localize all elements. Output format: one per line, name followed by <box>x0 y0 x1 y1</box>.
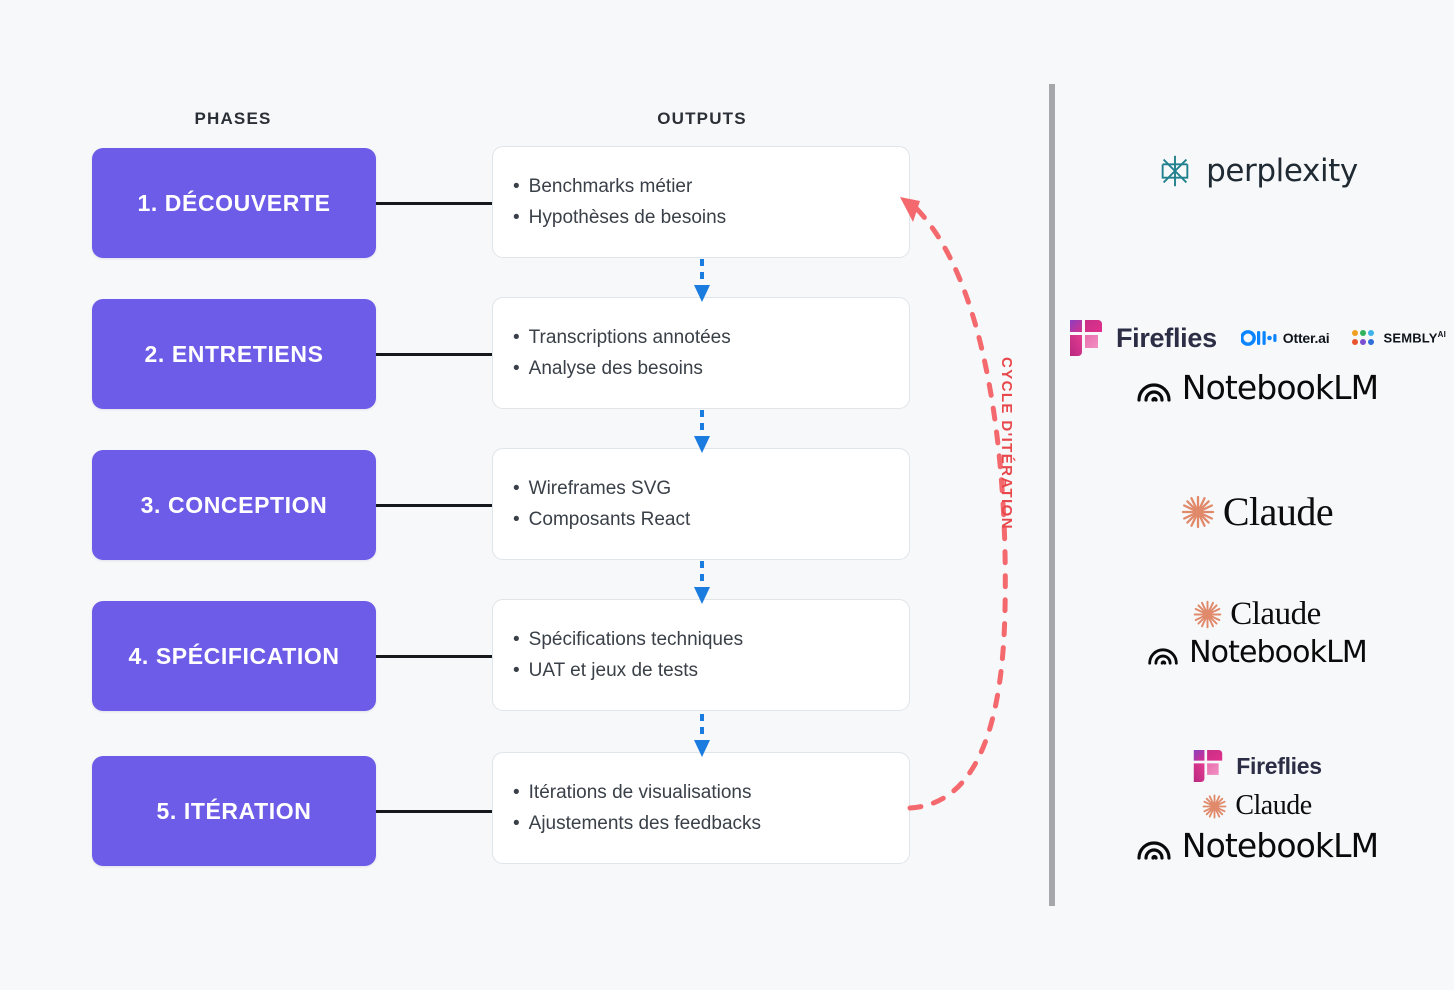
cycle-label: CYCLE D'ITÉRATION <box>998 357 1015 530</box>
logo-label: Claude <box>1235 790 1312 821</box>
logo-label: Fireflies <box>1115 322 1217 353</box>
logo-claude[interactable]: Claude <box>1181 488 1334 535</box>
flow-arrow-down-icon <box>694 410 710 456</box>
logo-label: Claude <box>1230 596 1321 632</box>
fireflies-icon <box>1194 750 1223 782</box>
logo-label: Fireflies <box>1236 752 1322 779</box>
connector-line-4 <box>376 655 493 658</box>
column-header-phases: PHASES <box>194 109 272 128</box>
logo-label: NotebookLM <box>1189 635 1368 670</box>
connector-line-2 <box>376 353 493 356</box>
logo-notebooklm[interactable]: NotebookLM <box>1136 826 1379 865</box>
tool-row: Claude <box>1181 488 1334 535</box>
connector-line-3 <box>376 504 493 507</box>
output-box-2[interactable]: Transcriptions annotées Analyse des beso… <box>492 297 910 409</box>
phase-box-2[interactable]: 2. ENTRETIENS <box>92 299 376 409</box>
connector-line-1 <box>376 202 493 205</box>
phase-box-4[interactable]: 4. SPÉCIFICATION <box>92 601 376 711</box>
logo-label: SEMBLYAI <box>1383 330 1447 346</box>
tool-row: Claude <box>1193 596 1321 633</box>
tool-group-2: Fireflies Otter.ai <box>1060 318 1454 407</box>
logo-sembly[interactable]: SEMBLYAI <box>1351 329 1446 347</box>
logo-fireflies[interactable]: Fireflies <box>1068 318 1217 358</box>
flow-arrow-down-icon <box>694 259 710 305</box>
phase-box-5[interactable]: 5. ITÉRATION <box>92 756 376 866</box>
output-bullet: Composants React <box>513 504 909 535</box>
claude-starburst-icon <box>1193 600 1222 629</box>
output-bullet: Analyse des besoins <box>513 353 909 384</box>
tool-row: Claude <box>1202 790 1312 822</box>
output-box-1[interactable]: Benchmarks métier Hypothèses de besoins <box>492 146 910 258</box>
tool-row: NotebookLM <box>1136 368 1379 407</box>
output-box-5[interactable]: Itérations de visualisations Ajustements… <box>492 752 910 864</box>
perplexity-icon <box>1161 155 1189 187</box>
phase-box-3[interactable]: 3. CONCEPTION <box>92 450 376 560</box>
notebooklm-icon <box>1137 382 1171 402</box>
output-box-3[interactable]: Wireframes SVG Composants React <box>492 448 910 560</box>
logo-perplexity[interactable]: perplexity <box>1156 152 1358 190</box>
output-bullet: Wireframes SVG <box>513 473 909 504</box>
output-bullet: Benchmarks métier <box>513 171 909 202</box>
tool-row: Fireflies <box>1192 748 1322 784</box>
logo-claude[interactable]: Claude <box>1202 790 1312 822</box>
tool-group-1: perplexity <box>1060 152 1454 190</box>
sembly-icon <box>1352 330 1375 345</box>
phase-label: 4. SPÉCIFICATION <box>128 642 340 669</box>
notebooklm-icon <box>1137 840 1171 860</box>
logo-label: NotebookLM <box>1181 826 1379 865</box>
phase-label: 5. ITÉRATION <box>156 797 312 824</box>
phase-label: 2. ENTRETIENS <box>144 340 324 367</box>
claude-starburst-icon <box>1202 794 1227 818</box>
logo-otter[interactable]: Otter.ai <box>1240 330 1330 346</box>
logo-claude[interactable]: Claude <box>1193 596 1321 633</box>
tool-row: NotebookLM <box>1147 635 1368 670</box>
connector-line-5 <box>376 810 493 813</box>
tool-row: Fireflies Otter.ai <box>1068 318 1446 358</box>
output-bullet: Transcriptions annotées <box>513 322 909 353</box>
tool-group-3: Claude <box>1060 488 1454 535</box>
phase-box-1[interactable]: 1. DÉCOUVERTE <box>92 148 376 258</box>
otter-icon <box>1240 330 1277 346</box>
phase-label: 3. CONCEPTION <box>140 491 328 518</box>
output-box-4[interactable]: Spécifications techniques UAT et jeux de… <box>492 599 910 711</box>
notebooklm-icon <box>1148 648 1178 665</box>
flow-arrow-down-icon <box>694 714 710 760</box>
output-bullet: Itérations de visualisations <box>513 777 909 808</box>
logo-notebooklm[interactable]: NotebookLM <box>1147 635 1368 670</box>
column-header-outputs: OUTPUTS <box>657 109 747 128</box>
flow-arrow-down-icon <box>694 561 710 607</box>
logo-notebooklm[interactable]: NotebookLM <box>1136 368 1379 407</box>
claude-starburst-icon <box>1181 495 1214 528</box>
fireflies-icon <box>1069 320 1102 356</box>
logo-label: perplexity <box>1206 153 1358 189</box>
output-bullet: UAT et jeux de tests <box>513 655 909 686</box>
output-bullet: Hypothèses de besoins <box>513 202 909 233</box>
tool-group-5: Fireflies Claude <box>1060 748 1454 865</box>
tool-row: perplexity <box>1156 152 1358 190</box>
output-bullet: Spécifications techniques <box>513 624 909 655</box>
tool-group-4: Claude NotebookLM <box>1060 596 1454 670</box>
logo-fireflies[interactable]: Fireflies <box>1192 748 1322 784</box>
logo-label: NotebookLM <box>1181 368 1379 407</box>
tool-row: NotebookLM <box>1136 826 1379 865</box>
phase-label: 1. DÉCOUVERTE <box>137 189 331 216</box>
panel-divider <box>1049 84 1055 906</box>
logo-label: Otter.ai <box>1282 330 1330 346</box>
logo-label: Claude <box>1222 489 1334 534</box>
output-bullet: Ajustements des feedbacks <box>513 808 909 839</box>
